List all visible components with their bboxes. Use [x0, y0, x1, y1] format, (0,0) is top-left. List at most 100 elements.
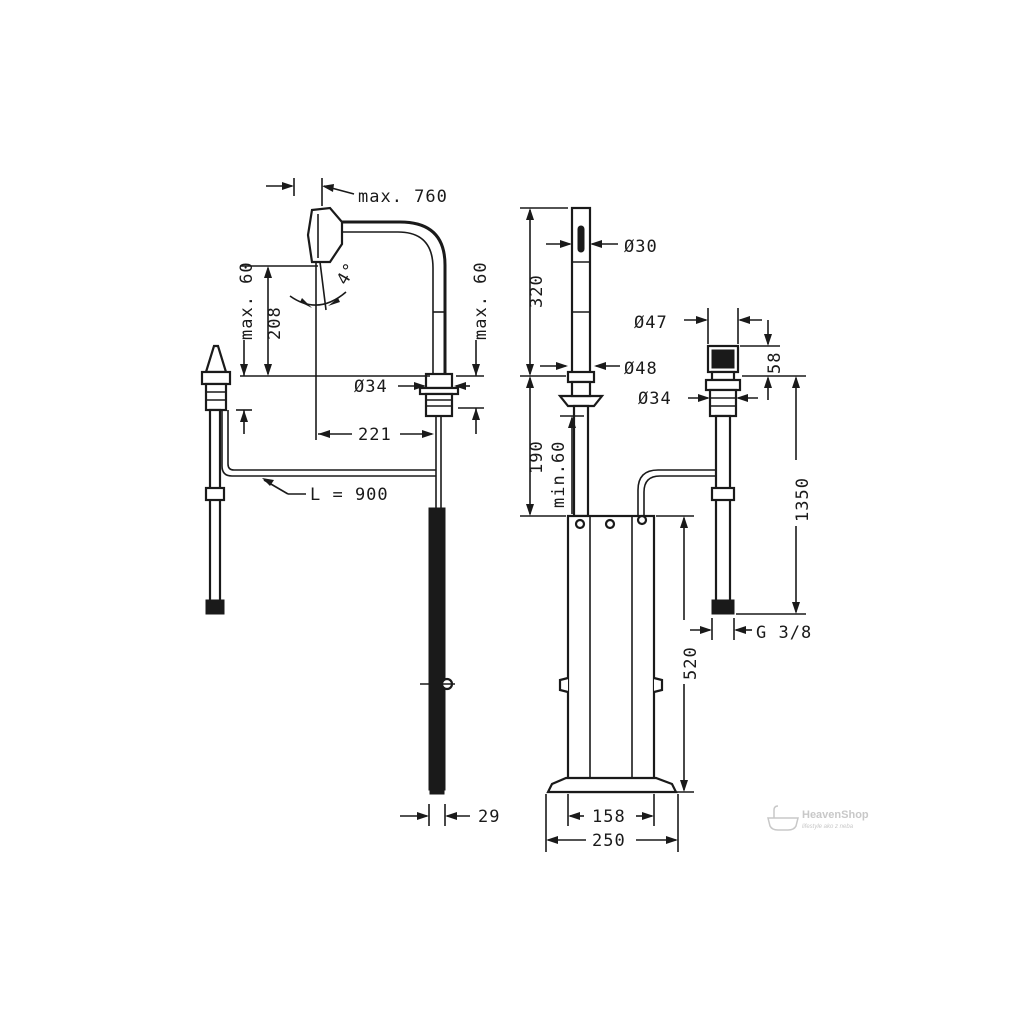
- arrow: [560, 240, 572, 248]
- l-hose-inner: [227, 410, 436, 471]
- dim-dia34-left: Ø34: [354, 377, 388, 397]
- column-base: [566, 370, 596, 384]
- dim-max-60-left: max. 60: [237, 261, 257, 340]
- watermark-name: HeavenShop: [802, 809, 869, 821]
- arrow: [422, 430, 434, 438]
- arrow: [736, 394, 748, 402]
- column-shaft: [572, 404, 590, 518]
- watermark: HeavenShop lifestyle ako z neba: [767, 805, 869, 831]
- arrow: [328, 298, 340, 306]
- arrow: [526, 208, 534, 220]
- dim-208: 208: [265, 306, 285, 340]
- arrow: [764, 334, 772, 346]
- arrow: [526, 504, 534, 516]
- dim-158: 158: [592, 807, 626, 827]
- arrow: [322, 184, 334, 192]
- l-hose: [221, 410, 436, 477]
- arrow: [696, 316, 708, 324]
- arrow: [792, 376, 800, 388]
- dim-1350: 1350: [793, 477, 813, 522]
- arrow: [568, 416, 576, 428]
- soap-pump-collar: [710, 370, 736, 382]
- arrow: [792, 602, 800, 614]
- dim-max-760: max. 760: [358, 187, 448, 207]
- arrow: [568, 812, 580, 820]
- arrow: [472, 364, 480, 376]
- dim-250: 250: [592, 831, 626, 851]
- side-view: max. 760 208 max. 60 4° max. 60 Ø34: [200, 178, 500, 827]
- hose-box: [566, 514, 656, 794]
- arrow: [666, 836, 678, 844]
- soap-supply-pipe: [208, 408, 222, 608]
- arrow: [698, 394, 710, 402]
- box-foot: [546, 776, 678, 794]
- bathtub-icon: [767, 805, 799, 831]
- dim-min-60: min.60: [549, 441, 569, 508]
- box-screw: [574, 518, 586, 530]
- dim-angle-4: 4°: [333, 259, 362, 288]
- hose-weight-body: [428, 507, 446, 791]
- dim-520: 520: [681, 646, 701, 680]
- soap-pump-face: [711, 349, 735, 369]
- dim-dia48: Ø48: [624, 359, 658, 379]
- watermark-tagline: lifestyle ako z neba: [802, 824, 854, 830]
- dim-221: 221: [358, 425, 392, 445]
- hose-weight-end: [429, 779, 445, 795]
- arrow: [734, 626, 746, 634]
- box-screw: [604, 518, 616, 530]
- arrow: [472, 408, 480, 420]
- arrow: [680, 516, 688, 528]
- spray-slot: [577, 225, 585, 253]
- arrow: [454, 382, 466, 390]
- arrow: [526, 376, 534, 388]
- pipe-end: [711, 599, 735, 615]
- arrow: [642, 812, 654, 820]
- base-nut: [424, 392, 454, 418]
- dim-58: 58: [765, 352, 785, 374]
- dim-320: 320: [527, 274, 547, 308]
- dim-g38: G 3/8: [756, 623, 812, 643]
- pipe-end: [205, 599, 225, 615]
- arrow: [594, 362, 606, 370]
- soap-front-pipe: [714, 414, 732, 608]
- column-nut: [570, 380, 592, 398]
- arrow: [282, 182, 294, 190]
- dim-l-900: L = 900: [310, 485, 389, 505]
- arrow: [445, 812, 457, 820]
- arrow: [264, 364, 272, 376]
- soap-dispenser-base: [200, 370, 232, 386]
- arrow: [556, 362, 568, 370]
- dim-max-60-right: max. 60: [471, 261, 491, 340]
- angle-line: [319, 261, 327, 311]
- soap-dispenser-head: [204, 344, 228, 374]
- soap-pump-nut: [708, 388, 738, 418]
- arrow: [264, 266, 272, 278]
- arrow: [417, 812, 429, 820]
- dim-dia47: Ø47: [634, 313, 668, 333]
- arrow: [300, 298, 312, 308]
- front-hose-inner: [643, 475, 720, 516]
- box-clip: [558, 676, 569, 694]
- arrow: [680, 780, 688, 792]
- dim-29: 29: [478, 807, 500, 827]
- spout-outline: [340, 220, 447, 376]
- spout-inner: [340, 231, 434, 376]
- arrow: [738, 316, 750, 324]
- arrow: [526, 364, 534, 376]
- soap-pump-base: [704, 378, 742, 392]
- arrow: [590, 240, 602, 248]
- pipe-coupling: [204, 486, 226, 502]
- arrow: [240, 410, 248, 422]
- dim-190: 190: [527, 440, 547, 474]
- arrow: [764, 376, 772, 388]
- arrow: [240, 364, 248, 376]
- dim-dia34-right: Ø34: [638, 389, 672, 409]
- soap-dispenser-nut: [204, 382, 228, 412]
- arrow: [414, 382, 426, 390]
- spray-head: [306, 206, 344, 264]
- dim-dia30: Ø30: [624, 237, 658, 257]
- arrow: [700, 626, 712, 634]
- angle-arc: [289, 291, 347, 306]
